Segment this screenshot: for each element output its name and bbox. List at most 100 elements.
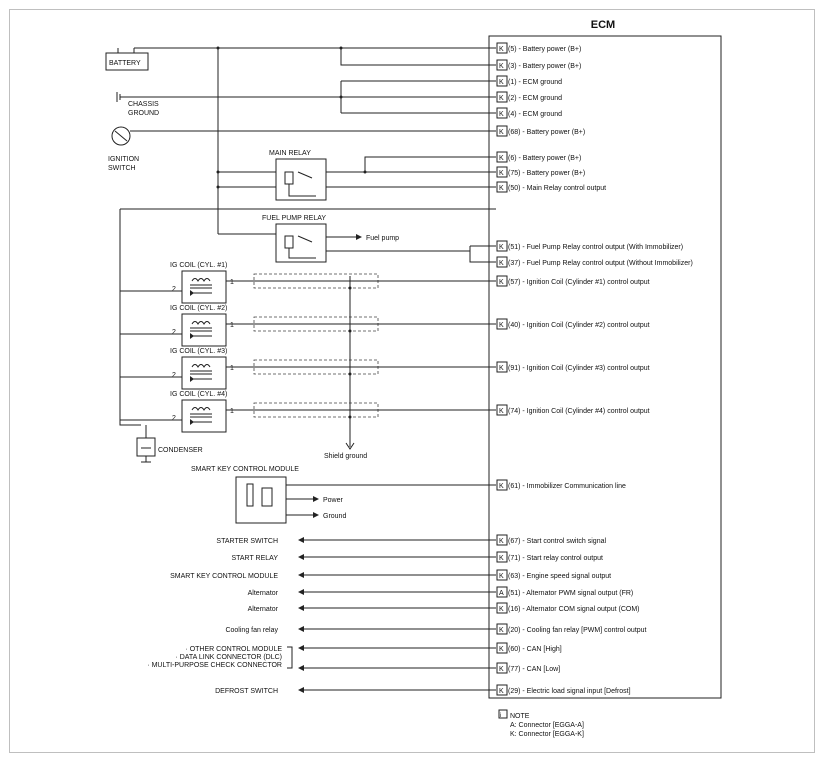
connector-letter: K: [499, 688, 504, 695]
ecm-pin-row: K (57) - Ignition Coil (Cylinder #1) cont…: [496, 275, 650, 287]
ecm-title: ECM: [591, 19, 615, 31]
svg-text:i: i: [500, 713, 501, 719]
ignition-label-2: SWITCH: [108, 165, 136, 172]
connector-box: [496, 479, 508, 491]
connector-box: [496, 275, 508, 287]
battery: BATTERY: [105, 47, 496, 71]
pin-description: (51) - Fuel Pump Relay control output (W…: [508, 244, 683, 251]
ecm-pin-list: K(5) - Battery power (B+)K(3) - Battery …: [496, 42, 693, 696]
note-icon: [498, 709, 508, 719]
output-row: Cooling fan relay: [225, 626, 496, 634]
ig-coil-label: IG COIL (CYL. #3): [170, 348, 227, 355]
output-row: DEFROST SWITCH: [215, 687, 496, 695]
pin-description: (5) - Battery power (B+): [508, 46, 581, 53]
ig-coil-symbol: [181, 313, 227, 347]
ecm-pin-row: K(68) - Battery power (B+): [496, 125, 585, 137]
connector-box: [496, 569, 508, 581]
ecm-pin-row: K(61) - Immobilizer Communication line: [496, 479, 626, 491]
ecm-pin-row: K(5) - Battery power (B+): [496, 42, 581, 54]
ig-coil: IG COIL (CYL. #4)21: [120, 391, 496, 433]
coil-pin-left: 2: [172, 286, 176, 293]
output-label: Alternator: [248, 590, 279, 597]
connector-box: [496, 125, 508, 137]
ignition-label-1: IGNITION: [108, 156, 139, 163]
ecm-pin-row: K(16) - Alternator COM signal output (CO…: [496, 602, 640, 614]
pin-description: (71) - Start relay control output: [508, 555, 603, 562]
output-label: START RELAY: [231, 555, 278, 562]
main-relay: MAIN RELAY: [269, 150, 327, 201]
ecm-pin-row: K(75) - Battery power (B+): [496, 166, 585, 178]
connector-box: [496, 318, 508, 330]
ig-coil-symbol: [181, 356, 227, 390]
output-row: START RELAY: [231, 554, 496, 562]
connector-box: [496, 75, 508, 87]
ecm-pin-row: K (71) - Start relay control output: [496, 551, 603, 563]
connector-letter: K: [499, 555, 504, 562]
smart-key-module: SMART KEY CONTROL MODULE Power Ground: [191, 466, 496, 524]
main-relay-label: MAIN RELAY: [269, 150, 311, 157]
arrow-left-icon: [298, 589, 304, 595]
note-title: NOTE: [510, 713, 530, 720]
ecm-pin-row: K(51) - Fuel Pump Relay control output (…: [496, 240, 683, 252]
pin-description: (20) - Cooling fan relay [PWM] control o…: [508, 627, 647, 634]
arrow-left-icon: [298, 605, 304, 611]
chassis-ground: CHASSIS GROUND: [116, 92, 496, 117]
condenser-symbol: [136, 437, 156, 457]
connector-letter: K: [499, 408, 504, 415]
coil-pin-left: 2: [172, 372, 176, 379]
connector-letter: A: [499, 590, 504, 597]
connector-box: [496, 166, 508, 178]
ecm-pin-row: K(77) - CAN [Low]: [496, 662, 560, 674]
output-label: DEFROST SWITCH: [215, 688, 278, 695]
ecm-pin-row: K(4) - ECM ground: [496, 107, 562, 119]
battery-label: BATTERY: [109, 60, 141, 67]
pin-description: (74) - Ignition Coil (Cylinder #4) contr…: [508, 408, 650, 415]
ig-coil: IG COIL (CYL. #3)21: [120, 348, 496, 390]
pin-description: (6) - Battery power (B+): [508, 155, 581, 162]
connector-box: [496, 181, 508, 193]
connector-box: [496, 151, 508, 163]
arrow-left-icon: [298, 537, 304, 543]
connector-letter: K: [499, 260, 504, 267]
connector-box: [496, 684, 508, 696]
connector-box: [496, 404, 508, 416]
connector-box: [496, 42, 508, 54]
output-label: Alternator: [248, 606, 279, 613]
fuel-pump-relay-label: FUEL PUMP RELAY: [262, 215, 326, 222]
ecm-pin-row: K(63) - Engine speed signal output: [496, 569, 611, 581]
pin-description: (57) - Ignition Coil (Cylinder #1) contr…: [508, 279, 650, 286]
note-line-1: A: Connector [EGGA-A]: [510, 722, 584, 729]
fuel-pump-label: Fuel pump: [366, 235, 399, 242]
ig-coil: IG COIL (CYL. #1)21: [120, 262, 496, 304]
connector-letter: K: [499, 279, 504, 286]
connector-box: [496, 361, 508, 373]
ecm-pin-row: K(3) - Battery power (B+): [496, 59, 581, 71]
arrow-left-icon: [298, 554, 304, 560]
pin-description: (37) - Fuel Pump Relay control output (W…: [508, 260, 693, 267]
connector-box: [496, 623, 508, 635]
connector-box: [496, 602, 508, 614]
ignition-switch-icon: [111, 126, 131, 146]
connector-box: [496, 59, 508, 71]
connector-letter: K: [499, 627, 504, 634]
connector-letter: K: [499, 666, 504, 673]
ig-coil: IG COIL (CYL. #2)21: [120, 305, 496, 347]
pin-description: (68) - Battery power (B+): [508, 129, 585, 136]
connector-letter: K: [499, 185, 504, 192]
pin-description: (75) - Battery power (B+): [508, 170, 585, 177]
pin-description: (61) - Immobilizer Communication line: [508, 483, 626, 490]
ignition-switch: IGNITION SWITCH: [108, 126, 496, 172]
connector-box: [496, 586, 508, 598]
pin-description: (50) - Main Relay control output: [508, 185, 606, 192]
smart-key-ground-label: Ground: [323, 513, 346, 520]
pin-description: (1) - ECM ground: [508, 79, 562, 86]
pin-description: (3) - Battery power (B+): [508, 63, 581, 70]
ecm-pin-row: K (50) - Main Relay control output: [496, 181, 606, 193]
pin-description: (16) - Alternator COM signal output (COM…: [508, 606, 640, 613]
ig-coil-label: IG COIL (CYL. #1): [170, 262, 227, 269]
ig-coil-label: IG COIL (CYL. #4): [170, 391, 227, 398]
pin-description: (60) - CAN [High]: [508, 646, 562, 653]
ecm-pin-row: K(1) - ECM ground: [496, 75, 562, 87]
chassis-label-1: CHASSIS: [128, 101, 159, 108]
connector-letter: K: [499, 646, 504, 653]
